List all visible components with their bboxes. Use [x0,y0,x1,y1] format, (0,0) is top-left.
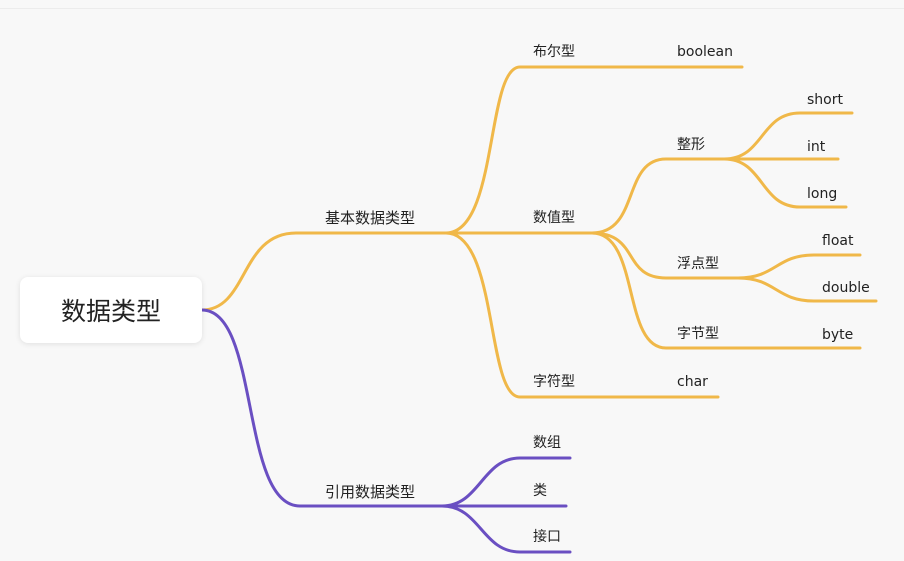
node-reference[interactable]: 引用数据类型 [325,483,416,501]
leaf-int[interactable]: int [807,139,826,155]
leaf-float[interactable]: float [822,233,854,249]
node-char-group[interactable]: 字符型 [533,374,575,390]
leaf-long[interactable]: long [807,186,838,202]
link-numeric-byte [590,231,740,350]
top-divider [0,8,904,9]
link-numeric-integer [590,157,726,235]
link-reference-interface [440,504,572,554]
link-primitive-char [444,231,594,399]
node-interface[interactable]: 接口 [533,529,561,545]
node-floating[interactable]: 浮点型 [677,256,719,272]
link-integer-short [722,111,854,161]
node-primitive[interactable]: 基本数据类型 [325,209,416,227]
root-node[interactable]: 数据类型 [20,277,202,343]
leaf-short[interactable]: short [807,92,843,108]
node-array[interactable]: 数组 [533,435,561,451]
link-integer-long [722,157,848,209]
node-numeric-group[interactable]: 数值型 [533,210,575,226]
leaf-char[interactable]: char [677,374,708,390]
link-floating-double [736,276,878,303]
link-root-primitive [200,231,448,312]
link-reference-array [440,456,572,508]
node-byte-group[interactable]: 字节型 [677,326,719,342]
link-primitive-boolean [444,65,594,235]
leaf-double[interactable]: double [822,280,870,296]
link-floating-float [736,253,862,280]
node-integer[interactable]: 整形 [677,137,705,153]
leaf-byte[interactable]: byte [822,327,854,343]
link-numeric-floating [590,231,740,280]
node-boolean-group[interactable]: 布尔型 [533,44,575,60]
node-class[interactable]: 类 [533,483,547,499]
link-root-reference [200,308,444,508]
leaf-boolean[interactable]: boolean [677,44,733,60]
